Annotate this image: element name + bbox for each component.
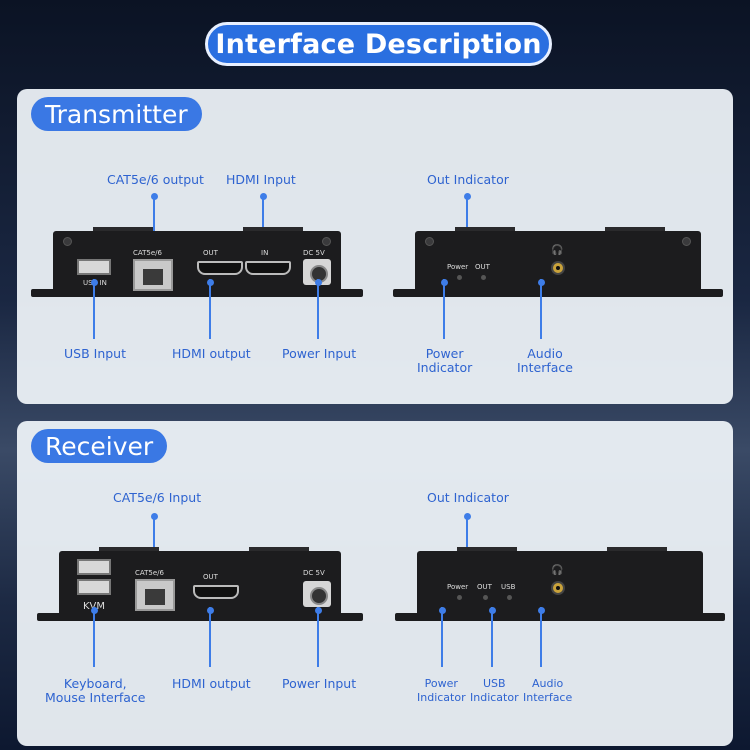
screw bbox=[322, 237, 331, 246]
out-label: OUT bbox=[203, 249, 218, 257]
label-usb-input: USB Input bbox=[64, 346, 126, 361]
pointer-dot bbox=[91, 607, 98, 614]
kvm-label: KVM bbox=[83, 601, 105, 612]
receiver-heading: Receiver bbox=[31, 429, 168, 463]
cat-label: CAT5e/6 bbox=[135, 569, 164, 577]
label-power-input: Power Input bbox=[282, 676, 357, 691]
transmitter-heading: Transmitter bbox=[31, 97, 202, 131]
receiver-panel: Receiver CAT5e/6 Input Out Indicator KVM… bbox=[17, 421, 733, 746]
fin bbox=[99, 547, 159, 551]
headphone-icon: 🎧 bbox=[551, 245, 564, 256]
pointer-line bbox=[93, 607, 95, 667]
pointer-line bbox=[466, 195, 468, 257]
cat-output-port bbox=[133, 259, 173, 291]
receiver-rear-panel: Power OUT USB 🎧 bbox=[395, 547, 725, 621]
pointer-dot bbox=[207, 607, 214, 614]
label-audio-interface: Audio Interface bbox=[523, 677, 573, 704]
pointer-line bbox=[209, 279, 211, 339]
pointer-line bbox=[540, 607, 542, 667]
out-led-label: OUT bbox=[475, 263, 490, 271]
pointer-line bbox=[153, 195, 155, 245]
transmitter-panel: Transmitter CAT5e/6 output HDMI Input Ou… bbox=[17, 89, 733, 404]
audio-jack bbox=[551, 581, 565, 595]
dc-label: DC 5V bbox=[303, 249, 325, 257]
hdmi-output-port bbox=[193, 585, 239, 599]
label-cat-input: CAT5e/6 Input bbox=[113, 490, 202, 505]
out-label: OUT bbox=[203, 573, 218, 581]
fin bbox=[249, 547, 309, 551]
fin bbox=[605, 227, 665, 231]
screw bbox=[63, 237, 72, 246]
pointer-line bbox=[317, 607, 319, 667]
cat-input-port bbox=[135, 579, 175, 611]
fin bbox=[243, 227, 303, 231]
pointer-line bbox=[491, 607, 493, 667]
dc-power-port bbox=[303, 259, 331, 285]
usb-port-bottom bbox=[77, 579, 111, 595]
dc-label: DC 5V bbox=[303, 569, 325, 577]
screw bbox=[682, 237, 691, 246]
audio-jack bbox=[551, 261, 565, 275]
label-hdmi-output: HDMI output bbox=[172, 346, 251, 361]
label-usb-indicator: USB Indicator bbox=[470, 677, 519, 704]
power-led bbox=[457, 275, 462, 280]
pointer-line bbox=[540, 279, 542, 339]
dc-power-port bbox=[303, 581, 331, 607]
cat-label: CAT5e/6 bbox=[133, 249, 162, 257]
pointer-dot bbox=[315, 279, 322, 286]
hdmi-output-port bbox=[197, 261, 243, 275]
out-led-label: OUT bbox=[477, 583, 492, 591]
power-led-label: Power bbox=[447, 263, 469, 271]
pointer-dot bbox=[538, 607, 545, 614]
label-power-indicator: Power Indicator bbox=[417, 677, 466, 704]
pointer-dot bbox=[315, 607, 322, 614]
power-led-label: Power bbox=[447, 583, 469, 591]
out-led bbox=[481, 275, 486, 280]
fin bbox=[93, 227, 153, 231]
power-led bbox=[457, 595, 462, 600]
pointer-line bbox=[209, 607, 211, 667]
label-audio-interface: Audio Interface bbox=[517, 346, 573, 375]
headphone-icon: 🎧 bbox=[551, 565, 564, 576]
pointer-line bbox=[93, 279, 95, 339]
fin bbox=[455, 227, 515, 231]
fin bbox=[457, 547, 517, 551]
usb-port-top bbox=[77, 559, 111, 575]
label-kvm-interface: Keyboard, Mouse Interface bbox=[45, 676, 146, 705]
pointer-dot bbox=[439, 607, 446, 614]
screw bbox=[425, 237, 434, 246]
pointer-line bbox=[262, 195, 264, 245]
out-led bbox=[483, 595, 488, 600]
usb-in-port bbox=[77, 259, 111, 275]
pointer-dot bbox=[207, 279, 214, 286]
pointer-dot bbox=[91, 279, 98, 286]
label-out-indicator: Out Indicator bbox=[427, 172, 509, 187]
pointer-dot bbox=[538, 279, 545, 286]
pointer-dot bbox=[441, 279, 448, 286]
usb-led-label: USB bbox=[501, 583, 516, 591]
page-title: Interface Description bbox=[205, 22, 552, 66]
label-power-indicator: Power Indicator bbox=[417, 346, 473, 375]
label-out-indicator: Out Indicator bbox=[427, 490, 509, 505]
label-power-input: Power Input bbox=[282, 346, 357, 361]
receiver-front-panel: KVM CAT5e/6 OUT DC 5V bbox=[37, 547, 363, 621]
pointer-line bbox=[317, 279, 319, 339]
pointer-line bbox=[441, 607, 443, 667]
hdmi-input-port bbox=[245, 261, 291, 275]
in-label: IN bbox=[261, 249, 269, 257]
label-hdmi-output: HDMI output bbox=[172, 676, 251, 691]
pointer-dot bbox=[489, 607, 496, 614]
label-cat-output: CAT5e/6 output bbox=[107, 172, 204, 187]
usb-led bbox=[507, 595, 512, 600]
fin bbox=[607, 547, 667, 551]
transmitter-rear-panel: Power OUT 🎧 bbox=[393, 227, 723, 297]
label-hdmi-input: HDMI Input bbox=[226, 172, 296, 187]
pointer-line bbox=[443, 279, 445, 339]
